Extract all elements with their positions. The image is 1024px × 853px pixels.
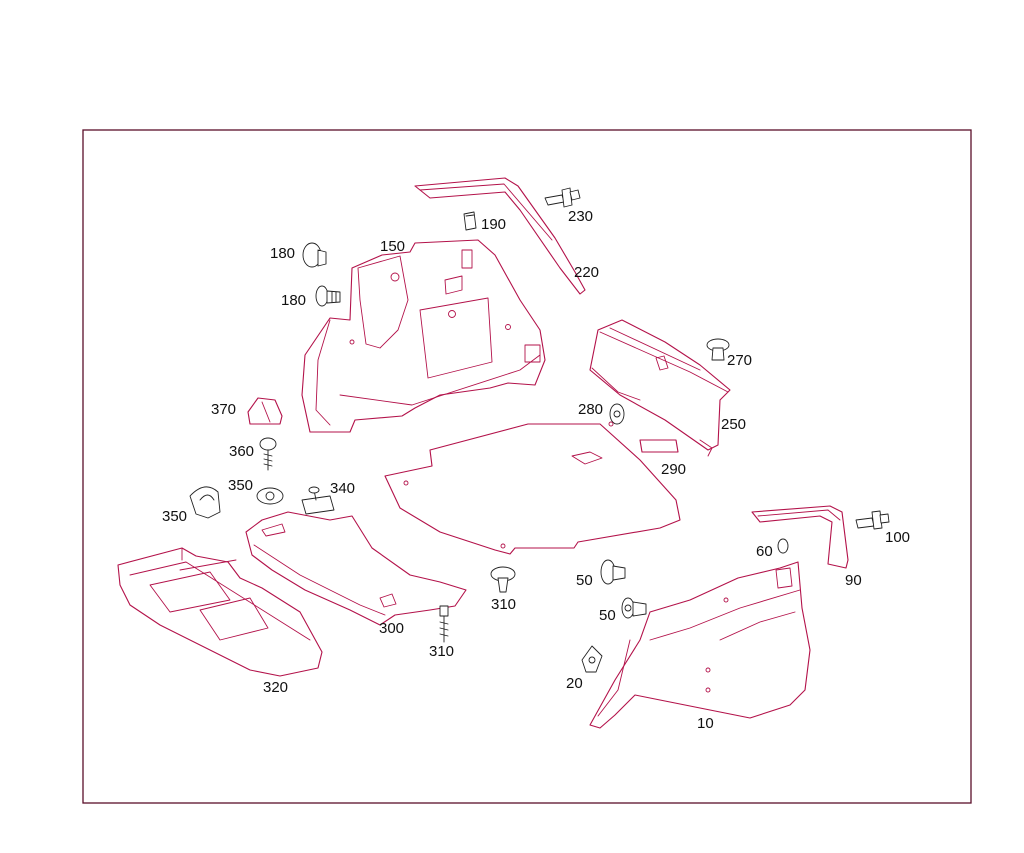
diagram-frame [82,129,972,804]
label-340: 340 [330,480,355,497]
label-60: 60 [756,543,773,560]
label-290: 290 [661,461,686,478]
label-270: 270 [727,352,752,369]
part-220-trim-strip [414,177,586,295]
part-280-clip [609,403,625,425]
part-250-rear-sill-cover [589,319,731,457]
label-50-lower: 50 [599,607,616,624]
label-300: 300 [379,620,404,637]
part-340-pin [301,486,335,515]
part-350-clip [256,487,284,505]
label-350-clip: 350 [228,477,253,494]
label-10: 10 [697,715,714,732]
label-150: 150 [380,238,405,255]
part-90-trim-strip [751,505,849,569]
label-310-clip: 310 [491,596,516,613]
label-100: 100 [885,529,910,546]
label-310-bolt: 310 [429,643,454,660]
part-350-hook [189,486,221,519]
label-230: 230 [568,208,593,225]
part-360-bolt [259,437,277,471]
part-60-clip [777,538,789,554]
label-220: 220 [574,264,599,281]
part-300-load-floor-cover [245,511,467,626]
part-310-clip [490,566,516,593]
label-360: 360 [229,443,254,460]
label-20: 20 [566,675,583,692]
part-50-clip-upper [600,559,626,585]
part-number-labels: 10 20 50 50 60 90 100 150 180 180 190 22… [162,208,910,732]
trunk-floor-mat [384,421,681,555]
label-370: 370 [211,401,236,418]
part-270-clip [706,338,730,361]
label-180-lower: 180 [281,292,306,309]
part-180-clip-upper [302,242,327,268]
part-310-bolt [439,605,449,643]
label-190: 190 [481,216,506,233]
part-100-push-rivet [855,510,890,530]
label-350-hook: 350 [162,508,187,525]
label-90: 90 [845,572,862,589]
part-150-left-side-trim [301,239,546,433]
label-180-upper: 180 [270,245,295,262]
label-250: 250 [721,416,746,433]
part-180-clip-lower [315,285,341,307]
part-10-right-side-trim [589,561,811,729]
part-370-cap [247,397,283,425]
part-230-push-rivet [544,187,581,208]
part-190-clip [463,211,477,231]
label-280: 280 [578,401,603,418]
part-290-pad [639,439,679,453]
part-320-storage-tray [117,547,323,677]
label-320: 320 [263,679,288,696]
part-50-clip-lower [621,597,647,619]
label-50-upper: 50 [576,572,593,589]
part-20-clip [581,645,603,673]
